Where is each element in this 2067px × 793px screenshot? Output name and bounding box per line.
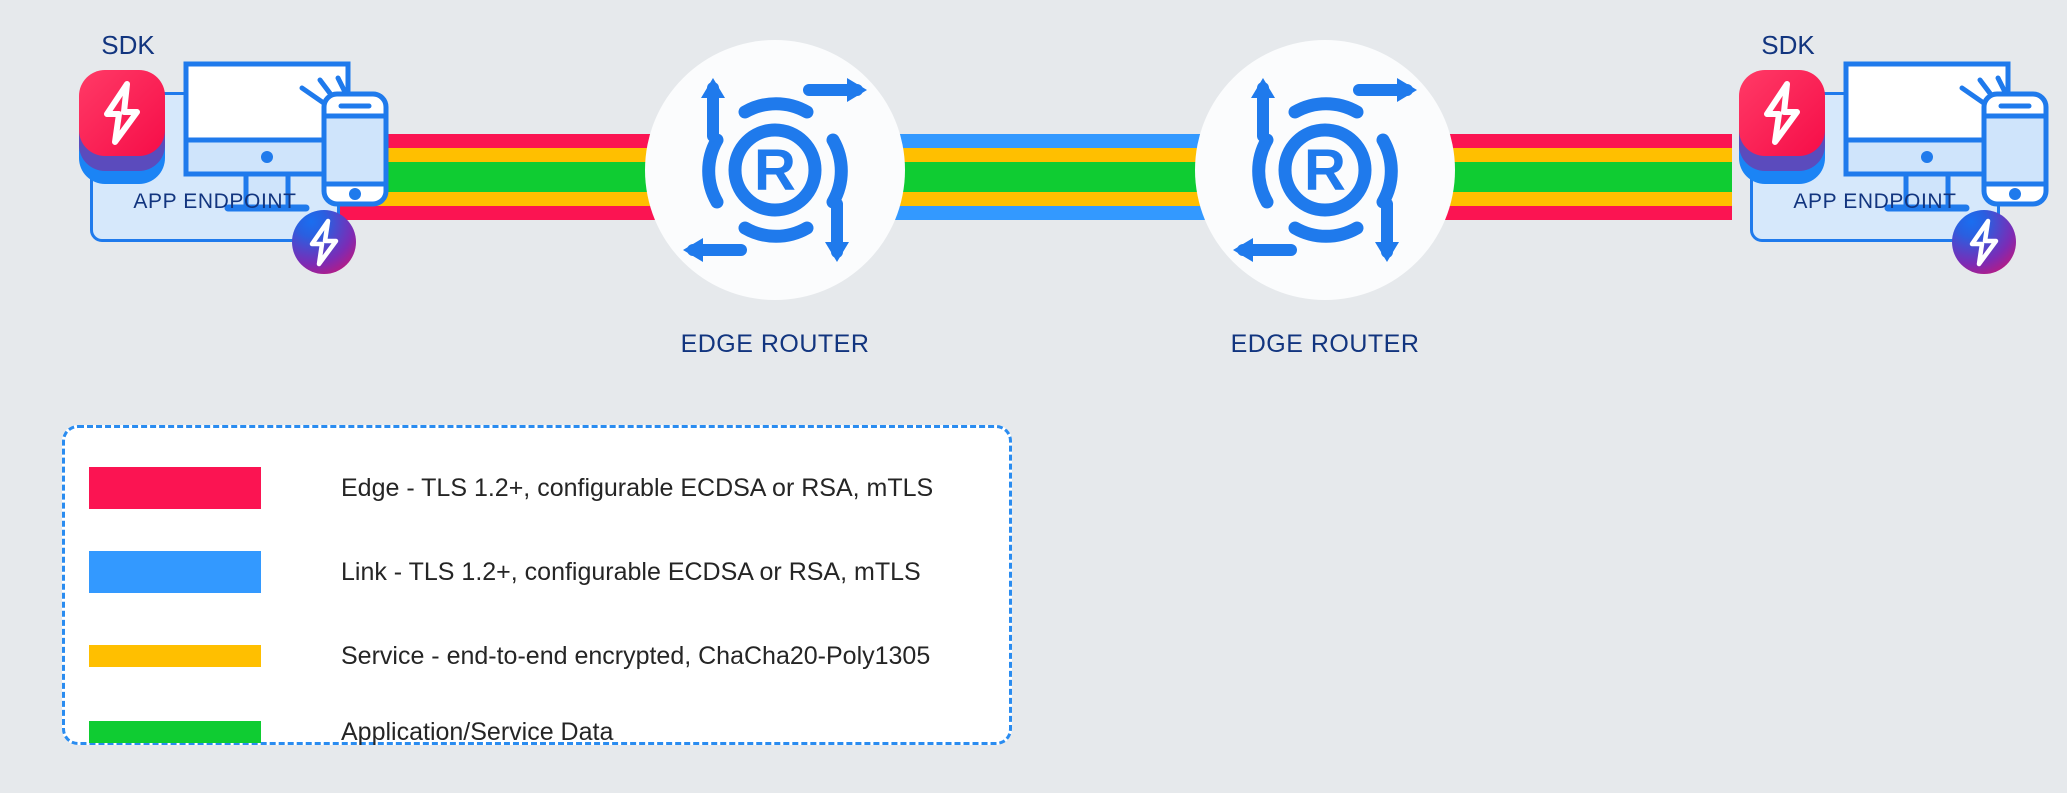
lightning-bolt-icon (104, 81, 140, 145)
legend-label-link: Link - TLS 1.2+, configurable ECDSA or R… (341, 557, 921, 586)
lightning-bolt-icon (309, 218, 339, 267)
legend-item-link: Link - TLS 1.2+, configurable ECDSA or R… (65, 536, 1009, 608)
router-circle-bg (645, 40, 905, 300)
router-icon: R (683, 78, 867, 262)
legend-item-data: Application/Service Data (65, 696, 1009, 768)
legend-swatch-service (89, 645, 261, 667)
node-app-endpoint-left[interactable]: SDK APP ENDPOINT (60, 30, 389, 274)
edge-router-right-label: EDGE ROUTER (1230, 330, 1420, 358)
legend-swatch-data (89, 721, 261, 743)
node-edge-router-left[interactable]: R EDGE ROUTER (645, 40, 905, 358)
ziti-badge-right[interactable] (1952, 210, 2016, 274)
lightning-bolt-icon (1764, 81, 1800, 145)
router-icon: R (1233, 78, 1417, 262)
lightning-bolt-icon (1969, 218, 1999, 267)
app-endpoint-label-right: APP ENDPOINT (1793, 190, 1957, 213)
app-endpoint-label-left: APP ENDPOINT (133, 190, 297, 213)
legend-swatch-edge (89, 467, 261, 509)
sdk-label-right: SDK (1761, 30, 1815, 60)
edge-router-left-label: EDGE ROUTER (680, 330, 870, 358)
legend-panel: Edge - TLS 1.2+, configurable ECDSA or R… (62, 425, 1012, 746)
legend-label-edge: Edge - TLS 1.2+, configurable ECDSA or R… (341, 473, 934, 502)
node-edge-router-right[interactable]: R EDGE ROUTER (1195, 40, 1455, 358)
device-monitor-phone-icon (183, 61, 389, 212)
sdk-badge-left[interactable] (62, 68, 182, 186)
svg-text:R: R (1304, 138, 1346, 203)
legend-label-data: Application/Service Data (341, 717, 614, 746)
sdk-label-left: SDK (101, 30, 155, 60)
legend-item-service: Service - end-to-end encrypted, ChaCha20… (65, 620, 1009, 692)
device-monitor-phone-icon (1843, 61, 2049, 212)
svg-text:R: R (754, 138, 796, 203)
sdk-badge-right[interactable] (1722, 68, 1842, 186)
legend-item-edge: Edge - TLS 1.2+, configurable ECDSA or R… (65, 452, 1009, 524)
legend-rows: Edge - TLS 1.2+, configurable ECDSA or R… (65, 428, 1009, 746)
router-circle-bg (1195, 40, 1455, 300)
legend-swatch-link (89, 551, 261, 593)
legend-label-service: Service - end-to-end encrypted, ChaCha20… (341, 641, 931, 670)
ziti-badge-left[interactable] (292, 210, 356, 274)
node-app-endpoint-right[interactable]: SDK APP ENDPOINT (1720, 30, 2049, 274)
